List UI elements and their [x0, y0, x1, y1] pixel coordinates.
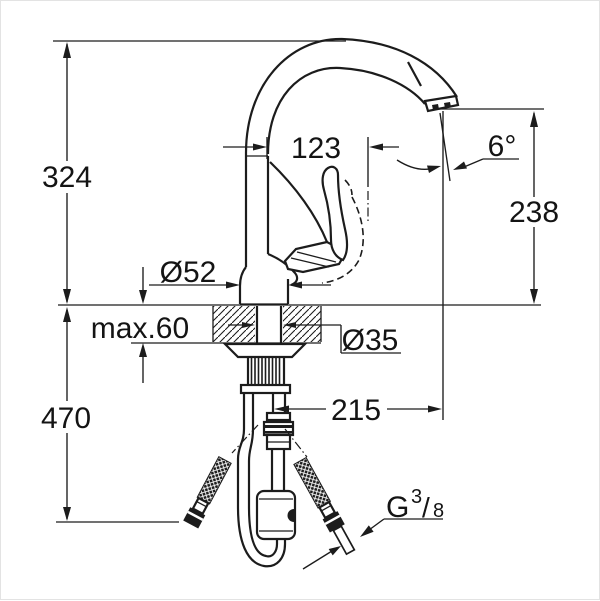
dim-label-deck-thickness: max.60: [91, 312, 189, 345]
handle-lever: [321, 165, 349, 262]
weight-notch: [287, 509, 294, 522]
mounting-shank: [222, 306, 308, 395]
dim-label-base-diameter: Ø52: [160, 256, 217, 289]
mounting-flange: [222, 342, 308, 359]
supply-hose-left: [183, 456, 232, 529]
spout-underside: [269, 161, 329, 243]
mounting-nut: [239, 383, 292, 395]
dim-label-hole-diameter: Ø35: [342, 324, 399, 357]
counter-cross-section: [212, 306, 322, 342]
handle-swing-arc: [321, 179, 364, 284]
dim-label-spout-reach: 123: [291, 132, 341, 165]
thread-label-numerator: 3: [411, 486, 422, 508]
supply-hose-right: [293, 456, 356, 556]
thread-label-slash: /: [422, 492, 430, 523]
dim-label-stream-angle: 6°: [488, 130, 517, 163]
spray-head-seam: [407, 61, 422, 87]
dimension-labels: 324 123 6° 238 Ø52 max.60 Ø35 470 215 G …: [41, 130, 559, 524]
dim-label-clearance-below: 470: [41, 402, 91, 435]
faucet-body-base: [238, 252, 299, 305]
faucet-riser: [244, 153, 270, 267]
dim-label-thread-size: G 3 / 8: [386, 486, 444, 524]
dim-label-hose-extension: 215: [331, 394, 381, 427]
dim-label-overall-height: 324: [42, 161, 92, 194]
dimension-arrowheads: [63, 42, 538, 556]
thread-label-g: G: [386, 491, 409, 524]
hose-weight: [255, 489, 297, 541]
dim-label-outlet-height: 238: [509, 196, 559, 229]
g38-thread-nipple: [332, 525, 356, 556]
hose-centerlines: [231, 191, 369, 458]
thread-label-denominator: 8: [433, 500, 444, 522]
faucet-spout-outline: [244, 37, 458, 155]
dimension-lines: [53, 40, 544, 570]
aerator: [423, 94, 460, 113]
quick-connector: [262, 393, 295, 491]
